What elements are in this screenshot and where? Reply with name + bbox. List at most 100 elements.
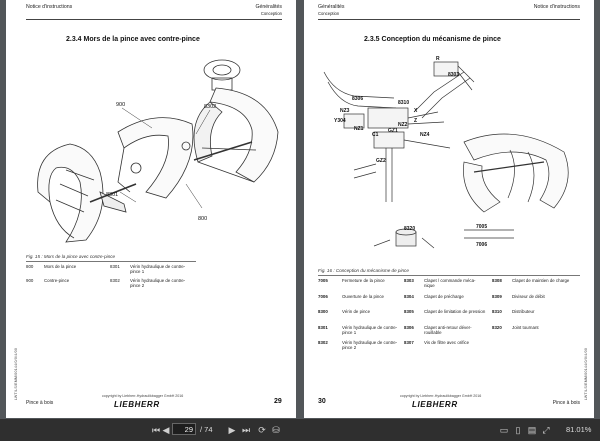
legend-text: Vérin de pince [342,309,371,314]
legend-text: Vérin hydraulique de contre-pince 2 [342,340,398,351]
next-page-icon[interactable]: ▶ [228,425,236,435]
callout-Y304: Y304 [334,118,346,124]
side-document-code: LWT/LS/EMM/00144/0/0/4/00 [584,347,588,400]
page-number: 29 [274,398,282,405]
liebherr-logo: LIEBHERR [114,400,160,409]
legend-text: Distributeur [512,309,535,314]
header-right: Notice d'instructions [533,4,580,10]
fullscreen-icon[interactable]: ⤢ [542,425,550,435]
callout-NZ3: NZ3 [340,108,350,114]
legend-num: 8320 [492,324,502,330]
last-page-icon[interactable]: ⏭ [241,425,251,435]
grapple-jaw-figure: 900 8302 8301 800 [37,59,279,243]
header-right: Généralités [255,4,282,10]
legend-text: Vérin hydraulique de contre-pince 1 [130,264,186,275]
header-sub: Conception [318,11,340,16]
callout-GZ1: GZ1 [388,128,398,134]
callout-7005: 7005 [476,224,487,230]
viewer-toolbar: ⏮ ◀ / 74 ▶ ⏭ ⟳ ⛁ ▭ ▯ ▤ ⤢ 81.01% [0,419,600,441]
callout-8306: 8306 [352,96,363,102]
legend-num: 8309 [492,293,502,299]
save-icon[interactable]: ⛁ [272,425,280,435]
legend-text: Clapet de maintien de charge [512,278,570,283]
header-divider [26,19,282,20]
legend-num: 8301 [318,324,328,330]
thumbnails-icon[interactable]: ▤ [527,425,537,435]
header-left: Généralités [318,4,345,10]
legend-text: Joint tournant [512,324,539,330]
callout-NZ2: NZ2 [398,122,408,128]
legend-num: 900 [26,278,34,283]
callout-GZ2: GZ2 [376,158,386,164]
zoom-level[interactable]: 81.01% [566,425,592,434]
first-page-icon[interactable]: ⏮ [151,425,161,435]
legend-text: Clapet anti-retour déver-rouillable [424,324,472,335]
legend-text: Clapet de limitation de pression [424,309,486,314]
legend-text: Contre-pince [44,278,70,283]
footer-right: Pince à bois [552,400,580,406]
grapple-mechanism-figure: R 8303 8306 8310 X Z NZ3 Y304 NZ2 NZ4 NZ… [323,56,569,249]
legend-text: Vérin hydraulique de contre-pince 2 [130,278,186,289]
page-total: / 74 [200,425,213,434]
legend-num: 8310 [492,309,502,314]
callout-NZ4: NZ4 [420,132,430,138]
legend-text: Mors de la pince [44,264,77,269]
callout-NZ1: NZ1 [354,126,364,132]
page-number-input[interactable] [172,423,196,435]
header-left: Notice d'instructions [26,4,73,10]
two-page-icon[interactable]: ▯ [515,425,521,435]
rotate-icon[interactable]: ⟳ [258,425,266,435]
fit-page-icon[interactable]: ▭ [499,425,509,435]
legend-divider [318,275,580,276]
legend-num: 8306 [404,324,414,330]
legend-num: 8308 [492,278,502,283]
footer-left: Pince à bois [26,400,54,406]
callout-Z: Z [414,118,417,124]
legend-num: 8303 [404,278,414,283]
legend-num: 8302 [318,340,328,345]
callout-900: 900 [116,102,125,108]
figure-caption: Fig. 15 : Mors de la pince avec contre-p… [26,254,116,259]
legend-num: 7005 [318,278,328,283]
legend-text: Vis de filtre avec orifice [424,340,470,345]
legend-text: Clapet de précharge [424,293,464,299]
legend-text: Clapet / commande méca-nique [424,278,476,289]
legend-text: Fermeture de la pince [342,278,385,283]
legend-num: 8300 [318,309,328,314]
section-title: 2.3.5 Conception du mécanisme de pince [364,36,501,43]
side-document-code: LWT/LS/EMM/00144/0/0/4/00 [14,347,18,400]
callout-R: R [436,56,440,62]
legend-num: 7006 [318,293,328,299]
prev-page-icon[interactable]: ◀ [162,425,170,435]
callout-8320: 8320 [404,226,415,232]
header-divider [318,19,580,20]
page-29: Notice d'instructions Généralités Concep… [6,0,296,418]
page-30: Généralités Conception Notice d'instruct… [304,0,594,418]
copyright: copyright by Liebherr-Hydraulikbagger Gm… [400,394,482,398]
callout-8310: 8310 [398,100,409,106]
callout-7006: 7006 [476,242,487,248]
callout-800: 800 [198,216,207,222]
legend-text: Vérin hydraulique de contre-pince 1 [342,324,398,335]
header-sub: Conception [260,11,282,16]
callout-8303: 8303 [448,72,459,78]
legend-num: 8302 [110,278,120,283]
callout-X: X [414,108,418,114]
callout-8302: 8302 [204,104,216,110]
legend-num: 8305 [404,309,414,314]
legend-divider [26,261,196,262]
legend-text: Ouverture de la pince [342,293,384,299]
legend-num: 8307 [404,340,414,345]
copyright: copyright by Liebherr-Hydraulikbagger Gm… [102,394,184,398]
legend-num: 8301 [110,264,120,269]
page-number: 30 [318,398,326,405]
legend-num: 8304 [404,293,414,299]
callout-C1: C1 [372,132,379,138]
legend-num: 800 [26,264,34,269]
legend-text: Diviseur de débit [512,293,545,299]
callout-8301: 8301 [106,192,118,198]
figure-caption: Fig. 16 : Conception du mécanisme de pin… [318,268,409,273]
liebherr-logo: LIEBHERR [412,400,458,409]
section-title: 2.3.4 Mors de la pince avec contre-pince [66,36,200,43]
